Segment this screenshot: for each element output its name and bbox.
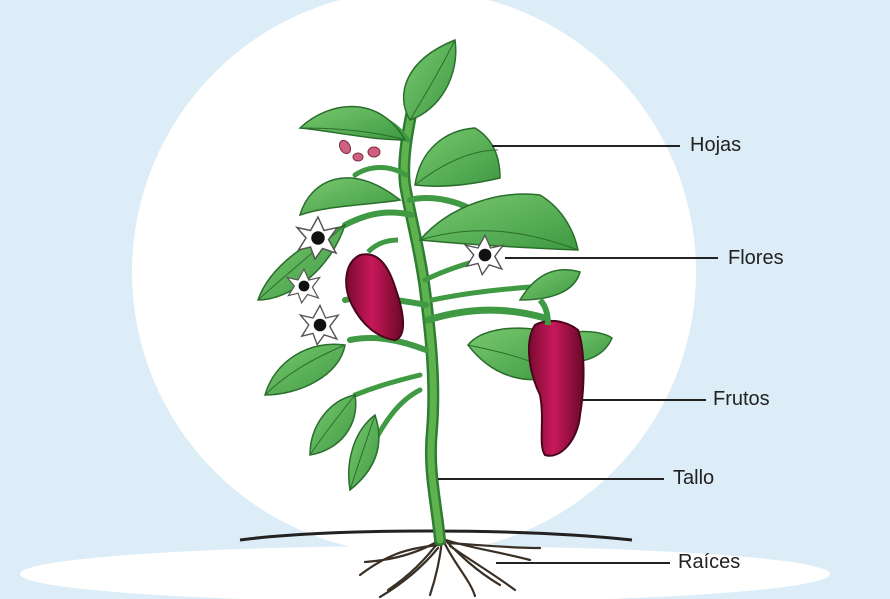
label-frutos: Frutos xyxy=(713,389,770,409)
label-hojas: Hojas xyxy=(690,135,741,155)
label-tallo: Tallo xyxy=(673,468,714,488)
label-raices: Raíces xyxy=(678,552,740,572)
label-flores: Flores xyxy=(728,248,784,268)
